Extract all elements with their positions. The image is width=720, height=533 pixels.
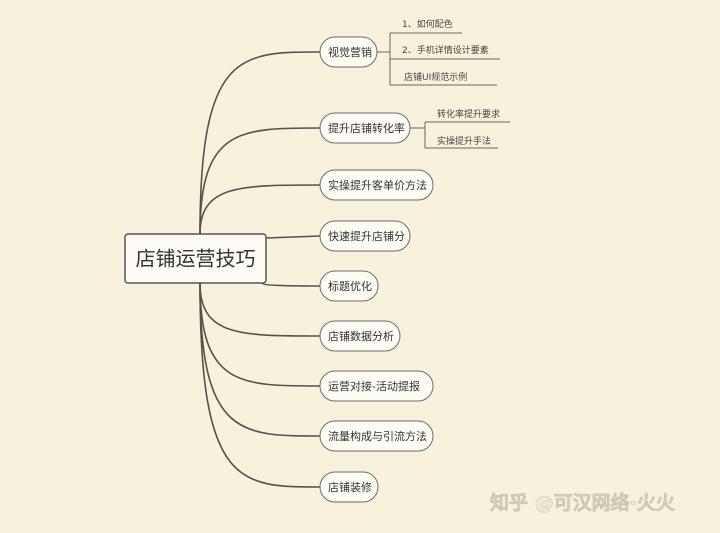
branch-label: 店铺装修 <box>328 480 372 494</box>
subtopic-item[interactable]: 2、手机详情设计要素 <box>402 44 489 56</box>
branch-label: 提升店铺转化率 <box>328 121 405 135</box>
subtopic-item[interactable]: 转化率提升要求 <box>437 108 500 120</box>
branch-edge <box>199 51 321 235</box>
branch-edge <box>261 282 321 287</box>
root-label: 店铺运营技巧 <box>136 247 256 271</box>
branch-node[interactable]: 店铺数据分析 <box>319 320 401 352</box>
branch-edge <box>265 235 321 239</box>
branch-node[interactable]: 快速提升店铺分 <box>319 220 411 252</box>
branch-node[interactable]: 流量构成与引流方法 <box>319 420 434 452</box>
branch-label: 流量构成与引流方法 <box>328 429 427 443</box>
branch-edge <box>199 282 321 387</box>
connector-line <box>410 121 510 149</box>
branch-edge <box>199 127 321 235</box>
subtopic-item[interactable]: 实操提升手法 <box>437 135 491 147</box>
connector-line <box>377 33 391 85</box>
branch-node[interactable]: 运营对接-活动提报 <box>319 370 434 402</box>
watermark: 知乎 @可汉网络·火火 <box>490 491 676 514</box>
branch-edge <box>199 282 321 488</box>
root-node[interactable]: 店铺运营技巧 <box>124 233 267 284</box>
branch-edge <box>199 282 321 437</box>
branch-label: 视觉营销 <box>328 45 372 59</box>
branch-label: 店铺数据分析 <box>328 329 394 343</box>
branch-node[interactable]: 实操提升客单价方法 <box>319 169 434 201</box>
underlines <box>390 32 500 86</box>
subtopic-item[interactable]: 店铺UI规范示例 <box>404 71 467 83</box>
branch-label: 运营对接-活动提报 <box>328 379 420 393</box>
branch-edge <box>199 282 321 337</box>
branch-node[interactable]: 店铺装修 <box>319 471 379 503</box>
branch-label: 实操提升客单价方法 <box>328 178 427 192</box>
branch-node[interactable]: 标题优化 <box>319 270 379 302</box>
subtopics-visual: 1、如何配色 2、手机详情设计要素 店铺UI规范示例 <box>377 18 500 86</box>
branch-node[interactable]: 提升店铺转化率 <box>319 112 411 144</box>
subtopic-item[interactable]: 1、如何配色 <box>402 18 453 30</box>
branch-node[interactable]: 视觉营销 <box>319 36 378 68</box>
branch-edge <box>199 184 321 235</box>
subtopics-conversion: 转化率提升要求 实操提升手法 <box>410 108 510 149</box>
branch-label: 标题优化 <box>328 279 372 293</box>
branch-label: 快速提升店铺分 <box>328 229 405 243</box>
